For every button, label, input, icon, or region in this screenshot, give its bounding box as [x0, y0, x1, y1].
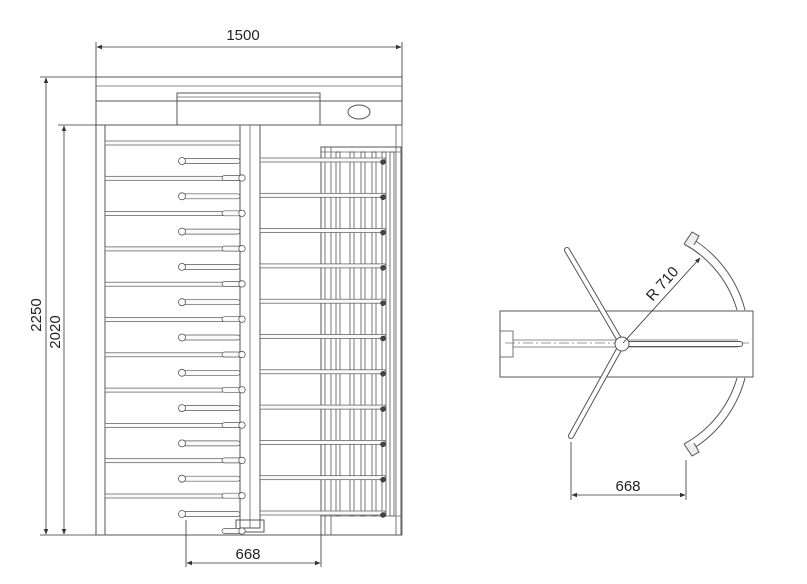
- barrier-vertical-bar: [335, 151, 341, 517]
- fixed-arm: [104, 246, 241, 252]
- fixed-arm: [104, 493, 241, 499]
- barrier-vertical-bar: [389, 151, 395, 517]
- barrier-vertical-bar: [360, 151, 366, 517]
- rotor-arm-tip: [181, 475, 241, 482]
- dimension-height-inner: 2020: [47, 124, 96, 535]
- dimension-rotor-front: 668: [185, 520, 322, 567]
- dim-label-668-front: 668: [235, 546, 260, 563]
- fixed-arm: [104, 387, 241, 393]
- rotor-arm-end: [178, 333, 186, 342]
- rotor-arm-right: [259, 510, 386, 516]
- rotor-arm-tip: [181, 299, 241, 306]
- rotor-arm-right: [259, 334, 386, 339]
- indicator-lamp: [347, 104, 371, 120]
- left-post: [95, 124, 106, 536]
- rotor-arm-right: [259, 228, 386, 233]
- rotor-arm-joint: [238, 492, 246, 500]
- barrier-vertical-bar: [371, 151, 377, 517]
- rotor-arm-right: [259, 298, 386, 304]
- rotor-arm-tips: [178, 157, 246, 535]
- plan-view: R 710 668: [499, 231, 754, 500]
- rotor-arms-left: [104, 140, 241, 499]
- rotor-arm-right: [259, 263, 386, 269]
- rotor-arm-joint: [238, 174, 246, 182]
- rotor-arm-end: [178, 510, 186, 518]
- rotor-arm-joint: [238, 527, 246, 535]
- rotor-arm-tip: [181, 228, 241, 235]
- fixed-arm: [104, 281, 241, 287]
- rotor-arm-joint: [238, 421, 246, 429]
- rotor-arm-right: [259, 404, 386, 410]
- rotor-arm-right: [259, 475, 386, 481]
- rotor-arm-end: [178, 192, 186, 201]
- rotor-arm-joint: [238, 386, 246, 394]
- front-elevation: [95, 76, 403, 536]
- rotor-arm-joint: [238, 350, 246, 359]
- barrier-bolt: [380, 441, 386, 448]
- rotor-arm-tip: [181, 264, 241, 270]
- rotor-arm-end: [178, 298, 186, 307]
- barrier-bolt: [380, 265, 386, 271]
- rotor-arm-end: [178, 474, 186, 483]
- dimension-height-total: 2250: [28, 76, 96, 536]
- rotor-arm-end: [178, 227, 186, 236]
- fixed-arm: [104, 140, 241, 146]
- rotor-arm-joint: [238, 280, 246, 288]
- rotor-arm-joint: [238, 456, 246, 464]
- rotor-arm-right: [259, 440, 386, 445]
- drive-housing: [176, 92, 321, 126]
- fixed-arm: [104, 211, 241, 216]
- rotor-arm-right: [259, 192, 386, 198]
- rotor-arm-joint: [238, 209, 246, 217]
- plan-rotor-arms: [564, 247, 743, 439]
- fixed-arm: [104, 423, 241, 428]
- barrier-vertical-bar: [381, 151, 387, 517]
- fixed-arm: [104, 317, 241, 322]
- rotor-arm-joint: [238, 245, 246, 253]
- barrier-vertical-bars: [335, 151, 395, 517]
- rotor-arm-tip: [181, 369, 241, 376]
- barrier-bolt: [380, 406, 386, 412]
- plan-curved-barrier: [683, 231, 746, 457]
- barrier-bolts: [380, 159, 386, 518]
- rotor-arm-end: [178, 262, 186, 271]
- rotor-arm-tip: [181, 440, 241, 447]
- barrier-bolt: [380, 229, 386, 236]
- rotor-arm-right: [259, 157, 386, 163]
- fixed-arm: [104, 458, 241, 464]
- dim-label-2250: 2250: [28, 298, 45, 331]
- rotor-arm-tip: [181, 405, 241, 411]
- barrier-bolt: [380, 159, 386, 165]
- dim-label-2020: 2020: [47, 315, 64, 348]
- barrier-vertical-bar: [349, 151, 355, 517]
- rotor-arm-end: [178, 157, 186, 165]
- dim-label-1500: 1500: [226, 27, 259, 44]
- rotor-arms-right: [259, 157, 386, 516]
- top-beam: [95, 100, 403, 126]
- rotor-arm-tip: [181, 334, 241, 341]
- dimension-width-total: 1500: [95, 27, 403, 77]
- rotor-foot: [235, 519, 265, 533]
- barrier-bolt: [380, 371, 386, 377]
- barrier-bolt: [380, 512, 386, 518]
- fixed-arm: [104, 175, 241, 181]
- rotor-arm-end: [178, 368, 186, 377]
- rotor-arm-tip: [181, 193, 241, 200]
- fixed-arm: [104, 352, 241, 358]
- rotor-arm-tip: [181, 511, 241, 517]
- rotor-arm-tip: [181, 158, 241, 164]
- barrier-bolt: [380, 476, 386, 483]
- rotor-arm-right: [259, 369, 386, 375]
- barrier-bolt: [380, 300, 386, 306]
- rotor-arm-end: [178, 404, 186, 413]
- barrier-bolt: [380, 335, 386, 342]
- rotor-arm-joint: [238, 315, 246, 323]
- rotor-arm-end: [178, 439, 186, 448]
- dim-label-668-plan: 668: [615, 478, 640, 495]
- barrier-bolt: [380, 194, 386, 201]
